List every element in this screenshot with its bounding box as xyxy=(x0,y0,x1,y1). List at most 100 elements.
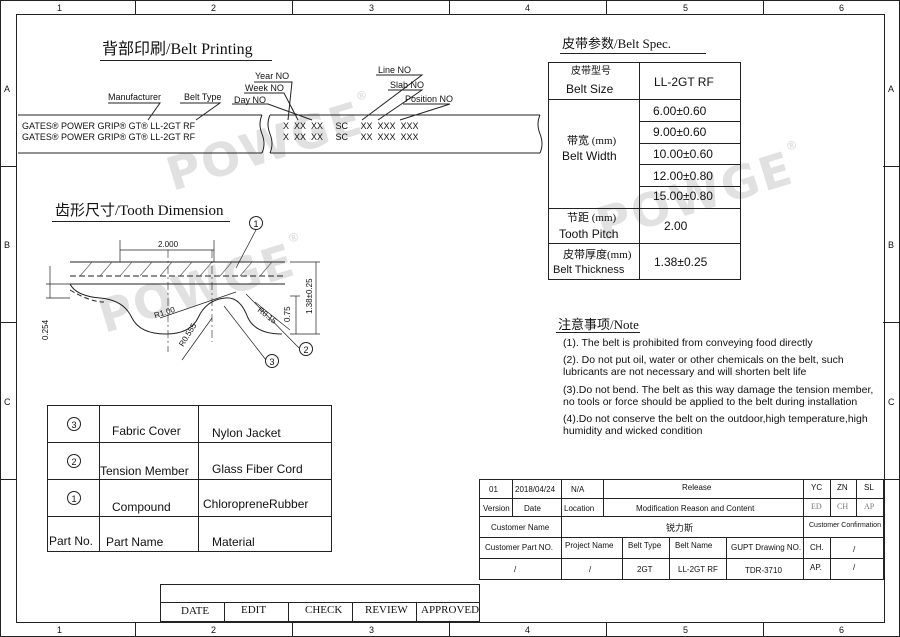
tb-customer-part-value-cell: / xyxy=(479,558,562,580)
belt-code-line-2: X XX XX SC XX XXX XXX xyxy=(283,132,419,142)
tb-rev-no-cell: 01 xyxy=(479,479,513,499)
tb-belt-name-label: Belt Name xyxy=(675,541,713,550)
label-belt-type: Belt Type xyxy=(184,92,222,102)
spec-pitch-label-en: Tooth Pitch xyxy=(559,227,619,241)
mat-header-part-cell: Part Name xyxy=(99,516,199,552)
tb-rev-reason: Release xyxy=(682,483,712,492)
approval-edit-cell: EDIT xyxy=(224,602,289,622)
tb-sig-sl-cell: SL xyxy=(856,479,884,499)
tb-h-date: Date xyxy=(524,504,541,513)
spec-pitch-label-cell: 节距 (mm) Tooth Pitch xyxy=(548,208,640,244)
spec-thick-label-cn: 皮带厚度(mm) xyxy=(563,249,632,261)
note-item-2b: lubricants are not necessary and will sh… xyxy=(563,366,807,378)
tb-ch-value-cell: / xyxy=(830,537,884,559)
tb-customer-name-label: Customer Name xyxy=(491,523,550,532)
spec-thick-value: 1.38±0.25 xyxy=(654,255,708,269)
note-item-3b: no tools or force should be applied to t… xyxy=(563,396,858,408)
tb-gupt-value-cell: TDR-3710 xyxy=(726,558,804,580)
tb-ch-value: / xyxy=(853,545,856,554)
dim-pitch: 2.000 xyxy=(158,240,179,249)
tb-project-name-value-cell: / xyxy=(561,558,623,580)
tb-h-version: Version xyxy=(483,504,510,513)
tb-sig-sl: SL xyxy=(864,483,874,492)
tb-project-name-label-cell: Project Name xyxy=(561,537,623,559)
mat-row-2-no: 2 xyxy=(67,454,81,468)
grid-col-5: 5 xyxy=(683,3,689,13)
tb-rev-date-cell: 2018/04/24 xyxy=(512,479,562,499)
tb-sig-ed-cell: ED xyxy=(803,498,831,517)
note-item-4a: (4).Do not conserve the belt on the outd… xyxy=(563,413,868,425)
spec-width-value-4: 12.00±0.80 xyxy=(653,169,713,183)
tb-h-reason: Modification Reason and Content xyxy=(636,504,755,513)
tb-project-name-label: Project Name xyxy=(565,541,614,550)
mat-row-3-no: 3 xyxy=(67,417,81,431)
mat-row-3-material-cell: Nylon Jacket xyxy=(198,405,332,443)
label-line-no: Line NO xyxy=(378,65,412,75)
callout-3: 3 xyxy=(265,354,279,368)
tb-sig-zn: ZN xyxy=(837,483,848,492)
tb-sig-yc-cell: YC xyxy=(803,479,831,499)
tb-project-name-value: / xyxy=(589,565,592,574)
tb-sig-zn-cell: ZN xyxy=(830,479,857,499)
mat-header-part: Part Name xyxy=(106,535,164,549)
mat-row-2-material-cell: Glass Fiber Cord xyxy=(198,442,332,480)
spec-size-label-en: Belt Size xyxy=(566,82,614,96)
dim-h138: 1.38±0.25 xyxy=(305,278,314,314)
drawing-inner-border xyxy=(16,14,885,623)
spec-width-value-5: 15.00±0.80 xyxy=(653,189,713,203)
belt-print-line-1: GATES® POWER GRIP® GT® LL-2GT RF xyxy=(22,121,196,131)
grid-row-a: A xyxy=(4,84,11,94)
grid-row-c-right: C xyxy=(888,397,895,407)
tb-customer-confirm-cell: Customer Confirmation xyxy=(803,516,884,538)
grid-col-6-bottom: 6 xyxy=(839,625,845,635)
tb-gupt-label: GUPT Drawing NO. xyxy=(731,543,802,552)
approval-date-cell: DATE xyxy=(160,602,225,622)
grid-col-2-bottom: 2 xyxy=(211,625,217,635)
mat-row-3-material: Nylon Jacket xyxy=(212,426,281,440)
label-slab-no: Slab NO xyxy=(390,80,425,90)
spec-size-value-cell: LL-2GT RF xyxy=(639,62,741,100)
tb-customer-name-value-cell: 锐力斯 xyxy=(561,516,804,538)
label-position-no: Position NO xyxy=(405,94,454,104)
tb-h-location-cell: Location xyxy=(561,498,604,517)
grid-col-3: 3 xyxy=(369,3,375,13)
spec-width-row-5: 15.00±0.80 xyxy=(639,186,741,209)
tb-belt-name-value: LL-2GT RF xyxy=(678,565,718,574)
mat-header-no: Part No. xyxy=(49,534,94,548)
grid-row-b: B xyxy=(4,240,11,250)
tb-sig-ap: AP xyxy=(864,502,875,511)
spec-width-row-1: 6.00±0.60 xyxy=(639,99,741,122)
tb-customer-name-label-cell: Customer Name xyxy=(479,516,562,538)
label-manufacturer: Manufacturer xyxy=(108,92,162,102)
spec-width-value-1: 6.00±0.60 xyxy=(653,104,707,118)
tb-h-date-cell: Date xyxy=(512,498,562,517)
tb-belt-name-label-cell: Belt Name xyxy=(669,537,727,559)
spec-width-label-cell: 带宽 (mm) Belt Width xyxy=(548,99,640,209)
spec-size-value: LL-2GT RF xyxy=(654,75,714,89)
tb-rev-no: 01 xyxy=(489,485,498,494)
belt-spec-title-underline xyxy=(560,53,706,54)
grid-row-a-right: A xyxy=(888,84,895,94)
spec-width-label-cn: 带宽 (mm) xyxy=(567,135,617,147)
tooth-dimension-title-underline xyxy=(52,221,230,222)
tb-ap-value: / xyxy=(853,563,856,572)
spec-width-row-3: 10.00±0.60 xyxy=(639,143,741,165)
spec-width-row-2: 9.00±0.60 xyxy=(639,121,741,144)
tb-h-location: Location xyxy=(564,504,595,513)
tb-rev-date: 2018/04/24 xyxy=(515,485,556,494)
approval-review-cell: REVIEW xyxy=(352,602,417,622)
spec-size-label-cn: 皮带型号 xyxy=(571,66,611,77)
approval-bar-top xyxy=(160,584,480,603)
spec-width-row-4: 12.00±0.80 xyxy=(639,164,741,187)
tb-ap-label-cell: AP. xyxy=(803,558,831,580)
grid-col-1-bottom: 1 xyxy=(57,625,63,635)
grid-row-b-right: B xyxy=(888,240,895,250)
mat-row-2-no-cell: 2 xyxy=(47,442,100,480)
tb-belt-type-label: Belt Type xyxy=(628,541,662,550)
tooth-dimension-title: 齿形尺寸/Tooth Dimension xyxy=(55,203,224,219)
spec-pitch-value: 2.00 xyxy=(664,219,688,233)
belt-print-line-2: GATES® POWER GRIP® GT® LL-2GT RF xyxy=(22,132,196,142)
mat-row-3-no-cell: 3 xyxy=(47,405,100,443)
